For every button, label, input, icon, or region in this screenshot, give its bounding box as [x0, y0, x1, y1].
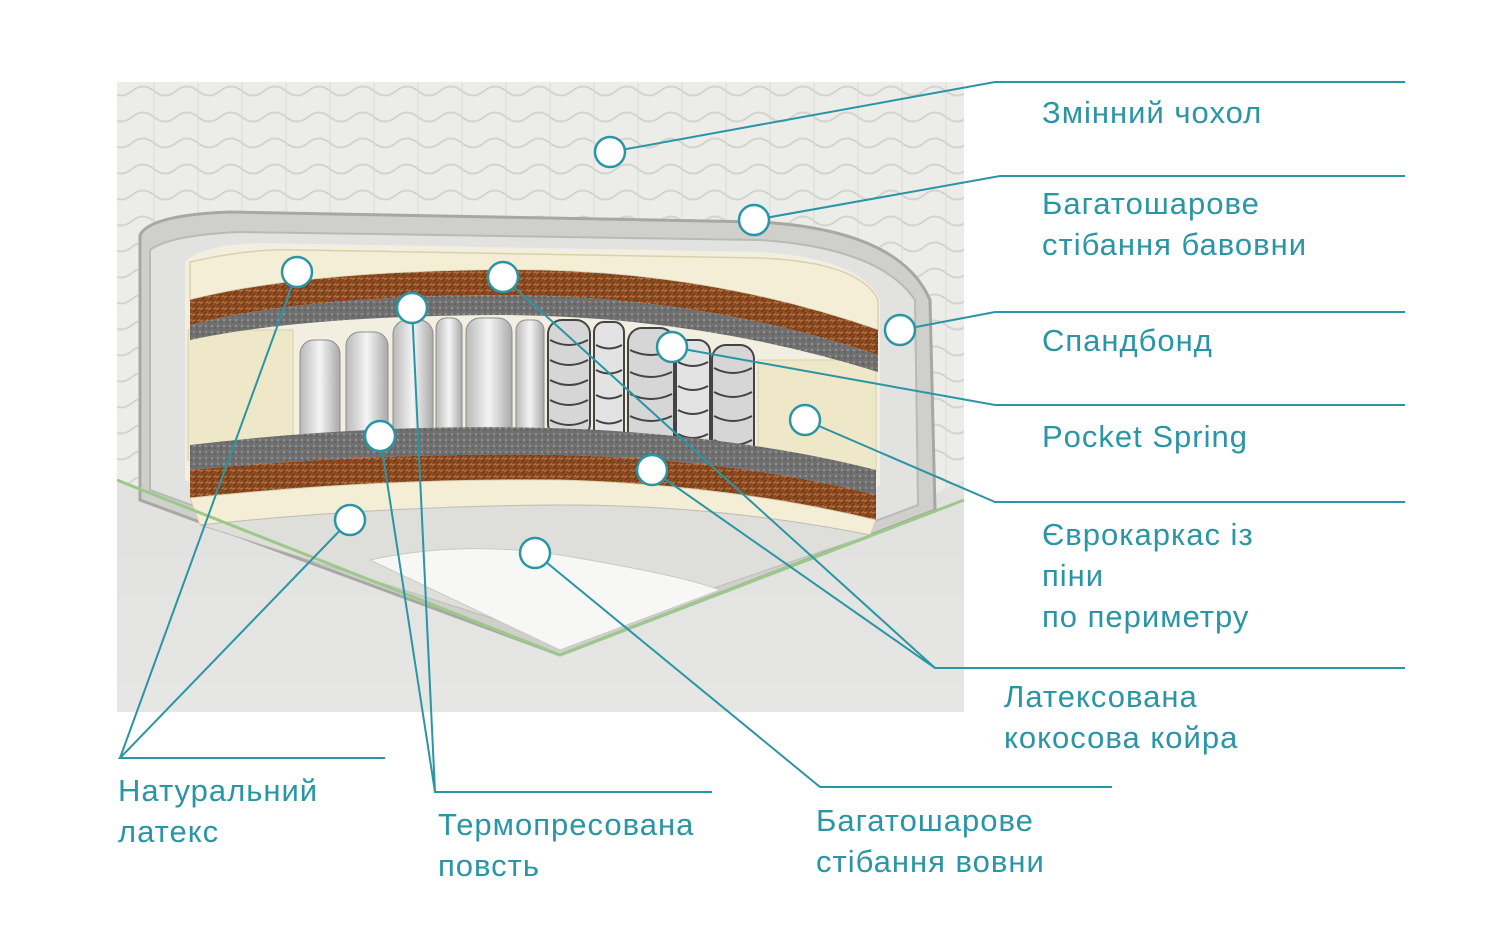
label-line: Багатошарове [816, 803, 1034, 838]
label-felt: Термопресована повсть [438, 804, 694, 886]
label-cover: Змінний чохол [1042, 92, 1262, 133]
label-line: Спандбонд [1042, 323, 1213, 358]
label-line: Змінний чохол [1042, 95, 1263, 130]
label-line: Натуральний [118, 773, 319, 808]
leader-felt-bot [379, 435, 712, 793]
label-line: по периметру [1042, 599, 1250, 634]
leader-spunbond [899, 311, 1405, 331]
marker-spunbond [883, 313, 917, 347]
top-felt-layer [190, 295, 878, 372]
marker-wool [518, 536, 552, 570]
label-cotton: Багатошарове стібання бавовни [1042, 183, 1307, 265]
leader-wool [534, 552, 1112, 788]
bottom-coir-layer [190, 454, 876, 520]
marker-latex-bot [333, 503, 367, 537]
leader-euro [804, 419, 1405, 503]
top-coir-layer [190, 269, 878, 355]
label-line: стібання бавовни [1042, 227, 1308, 262]
leader-pocket-1 [671, 346, 1405, 406]
label-line: Багатошарове [1042, 186, 1260, 221]
label-line: повсть [438, 848, 540, 883]
label-line: Латексована [1004, 679, 1198, 714]
label-line: Pocket Spring [1042, 419, 1248, 454]
marker-felt-top [395, 291, 429, 325]
leader-lines [117, 81, 1405, 793]
leader-latex-bot [117, 519, 385, 759]
marker-euro [788, 403, 822, 437]
label-line: кокосова койра [1004, 720, 1239, 755]
piping-trim [116, 478, 965, 657]
mattress-corner [368, 548, 722, 651]
leader-coir-bot [651, 469, 1405, 669]
label-line: стібання вовни [816, 844, 1045, 879]
bottom-felt-layer [190, 427, 876, 495]
leader-felt-top [411, 307, 436, 793]
label-line: Єврокаркас із [1042, 517, 1254, 552]
label-line: латекс [118, 814, 220, 849]
marker-felt-bot [363, 419, 397, 453]
label-spunbond: Спандбонд [1042, 320, 1213, 361]
label-line: Термопресована [438, 807, 695, 842]
marker-latex-top [280, 255, 314, 289]
label-latex: Натуральний латекс [118, 770, 318, 852]
marker-cotton [737, 203, 771, 237]
label-line: піни [1042, 558, 1105, 593]
leader-cover [609, 81, 1405, 153]
callout-markers [280, 135, 917, 570]
marker-cover [593, 135, 627, 169]
label-wool: Багатошарове стібання вовни [816, 800, 1045, 882]
leader-coir-top [502, 276, 936, 669]
label-euro: Єврокаркас із піни по периметру [1042, 514, 1254, 637]
label-pocket: Pocket Spring [1042, 416, 1248, 457]
marker-pocket [655, 330, 689, 364]
label-coir: Латексована кокосова койра [1004, 676, 1238, 758]
leader-cotton [753, 175, 1405, 221]
leader-latex-top [119, 271, 298, 759]
pocket-springs [299, 317, 755, 464]
marker-coir-top [486, 260, 520, 294]
marker-coir-bot [635, 453, 669, 487]
